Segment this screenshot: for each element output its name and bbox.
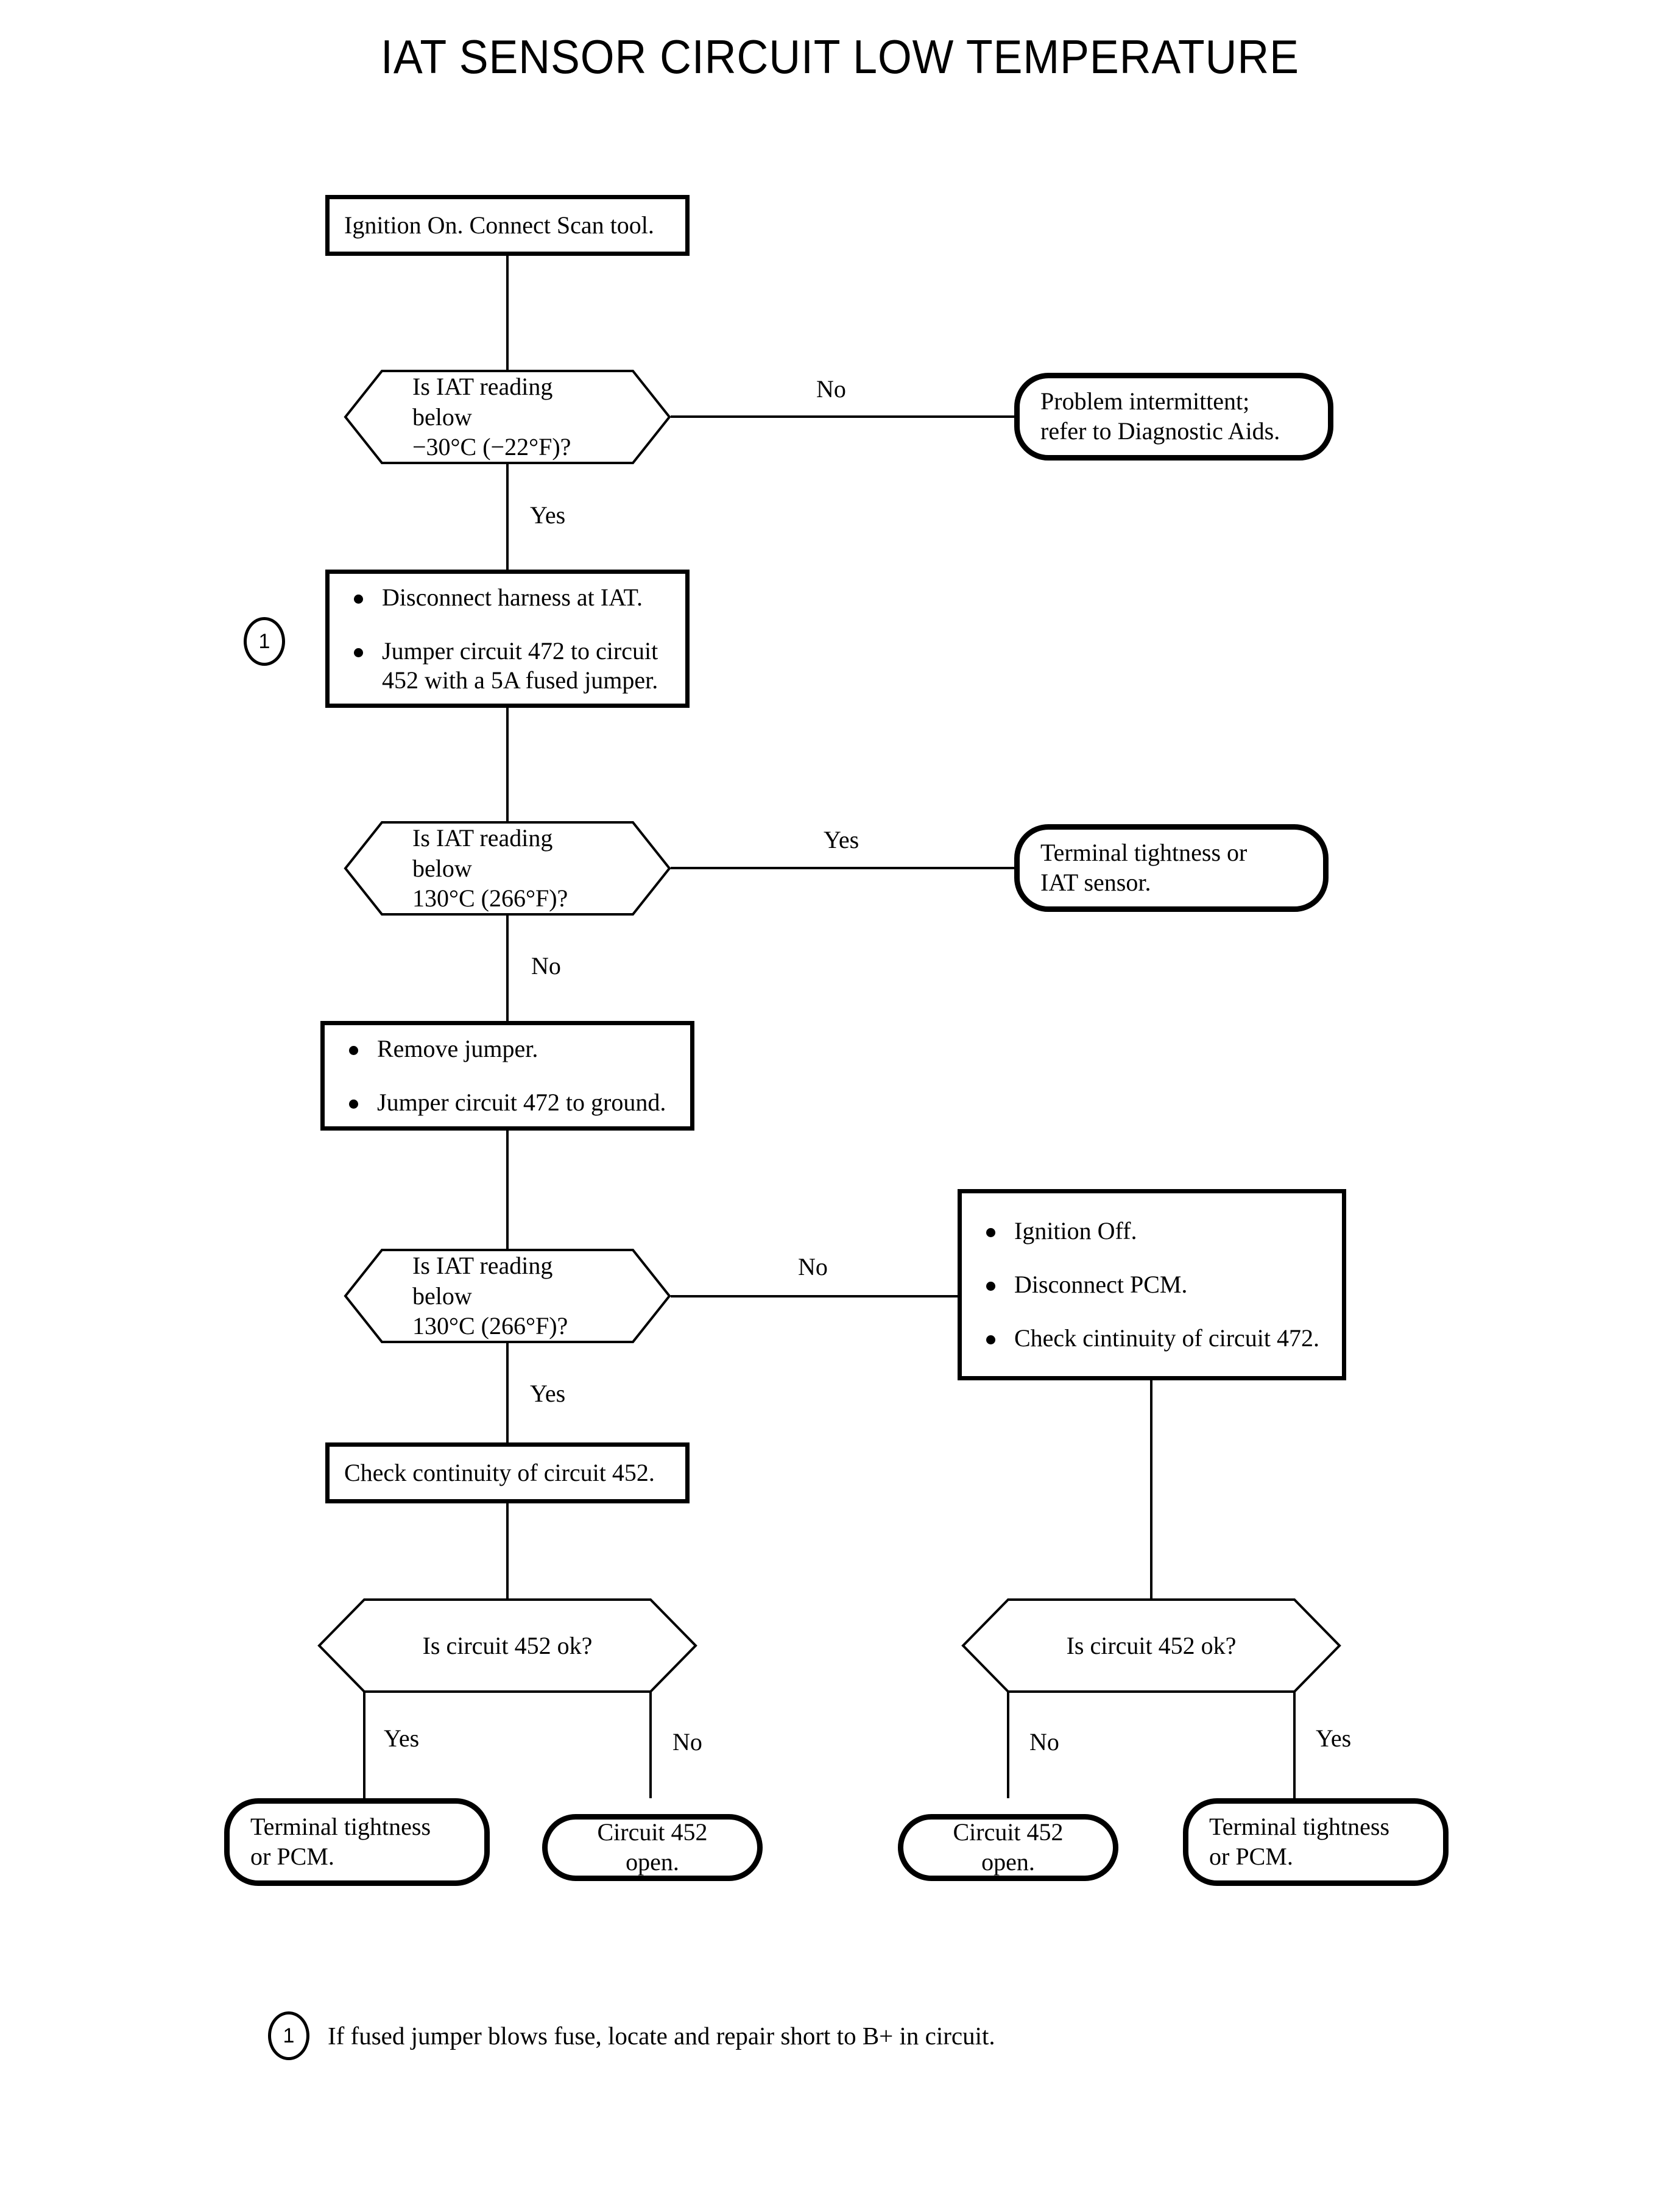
node-result-terminal-pcm-right[interactable]: Terminal tightness or PCM.: [1183, 1798, 1449, 1886]
result-452-open-left-line1: Circuit 452 open.: [597, 1818, 708, 1876]
list-item: Ignition Off.: [983, 1216, 1330, 1246]
node-result-terminal-iat-text: Terminal tightness or IAT sensor.: [1020, 838, 1323, 898]
node-decision4-right[interactable]: Is circuit 452 ok?: [961, 1598, 1341, 1693]
node-result-terminal-pcm-left-text: Terminal tightness or PCM.: [230, 1812, 484, 1872]
node-decision1[interactable]: Is IAT reading below −30°C (−22°F)?: [344, 370, 671, 464]
footnote-text: If fused jumper blows fuse, locate and r…: [328, 2022, 995, 2050]
terminal-pcm-right-line1: Terminal tightness: [1209, 1813, 1390, 1841]
branch-label-decision4left-no: No: [672, 1728, 702, 1756]
action-jumper-list: Disconnect harness at IAT. Jumper circui…: [330, 583, 685, 695]
list-item: Disconnect PCM.: [983, 1270, 1330, 1299]
decision2-line1: Is IAT reading below: [412, 824, 553, 882]
result-intermittent-line1: Problem intermittent;: [1040, 387, 1250, 415]
decision3-line1: Is IAT reading below: [412, 1252, 553, 1310]
node-start[interactable]: Ignition On. Connect Scan tool.: [325, 195, 690, 256]
result-intermittent-line2: refer to Diagnostic Aids.: [1040, 417, 1280, 445]
node-decision1-text: Is IAT reading below −30°C (−22°F)?: [344, 370, 671, 464]
list-item: Disconnect harness at IAT.: [350, 583, 673, 612]
branch-label-decision2-no: No: [531, 952, 561, 980]
node-result-intermittent[interactable]: Problem intermittent; refer to Diagnosti…: [1014, 373, 1333, 461]
node-result-intermittent-text: Problem intermittent; refer to Diagnosti…: [1020, 387, 1328, 447]
terminal-pcm-right-line2: or PCM.: [1209, 1843, 1293, 1870]
page-title: IAT SENSOR CIRCUIT LOW TEMPERATURE: [381, 30, 1299, 83]
node-start-text: Ignition On. Connect Scan tool.: [344, 211, 654, 239]
node-decision2[interactable]: Is IAT reading below 130°C (266°F)?: [344, 821, 671, 916]
node-result-terminal-iat[interactable]: Terminal tightness or IAT sensor.: [1014, 824, 1329, 912]
node-decision4-right-text: Is circuit 452 ok?: [962, 1598, 1341, 1693]
node-decision4-left[interactable]: Is circuit 452 ok?: [317, 1598, 697, 1693]
action-check-472-list: Ignition Off. Disconnect PCM. Check cint…: [962, 1216, 1342, 1353]
branch-label-decision4left-yes: Yes: [384, 1725, 420, 1752]
branch-label-decision3-no: No: [798, 1253, 828, 1280]
decision2-line2: 130°C (266°F)?: [412, 884, 568, 913]
node-action-check-472[interactable]: Ignition Off. Disconnect PCM. Check cint…: [958, 1189, 1346, 1380]
node-action-jumper[interactable]: Disconnect harness at IAT. Jumper circui…: [325, 570, 690, 708]
node-result-452-open-left-text: Circuit 452 open.: [548, 1818, 757, 1877]
action-remove-jumper-list: Remove jumper. Jumper circuit 472 to gro…: [325, 1034, 690, 1117]
result-terminal-iat-line2: IAT sensor.: [1040, 869, 1151, 896]
node-action-check-452[interactable]: Check continuity of circuit 452.: [325, 1442, 690, 1503]
node-result-452-open-right-text: Circuit 452 open.: [903, 1818, 1113, 1877]
list-item: Jumper circuit 472 to ground.: [345, 1088, 678, 1117]
branch-label-decision4right-no: No: [1029, 1728, 1059, 1756]
result-terminal-iat-line1: Terminal tightness or: [1040, 839, 1248, 867]
branch-label-decision4right-yes: Yes: [1316, 1725, 1352, 1752]
list-item: Jumper circuit 472 to circuit 452 with a…: [350, 637, 673, 695]
reference-marker-1: 1: [244, 617, 285, 666]
branch-label-decision2-yes: Yes: [824, 826, 859, 853]
node-decision3[interactable]: Is IAT reading below 130°C (266°F)?: [344, 1249, 671, 1343]
decision1-line2: −30°C (−22°F)?: [412, 433, 571, 461]
branch-label-decision3-yes: Yes: [530, 1380, 566, 1407]
node-action-check-452-text: Check continuity of circuit 452.: [344, 1458, 655, 1486]
node-action-remove-jumper[interactable]: Remove jumper. Jumper circuit 472 to gro…: [320, 1021, 694, 1131]
node-result-terminal-pcm-left[interactable]: Terminal tightness or PCM.: [224, 1798, 490, 1886]
terminal-pcm-left-line2: or PCM.: [250, 1843, 334, 1870]
node-decision2-text: Is IAT reading below 130°C (266°F)?: [344, 821, 671, 916]
footnote: 1 If fused jumper blows fuse, locate and…: [268, 2011, 995, 2060]
node-result-terminal-pcm-right-text: Terminal tightness or PCM.: [1188, 1812, 1443, 1872]
result-452-open-right-line1: Circuit 452 open.: [953, 1818, 1064, 1876]
branch-label-decision1-no: No: [816, 375, 846, 403]
node-decision4-left-text: Is circuit 452 ok?: [318, 1598, 697, 1693]
list-item: Remove jumper.: [345, 1034, 678, 1064]
branch-label-decision1-yes: Yes: [530, 501, 566, 529]
decision4-left-line1: Is circuit 452 ok?: [422, 1631, 593, 1659]
node-result-452-open-left[interactable]: Circuit 452 open.: [542, 1814, 763, 1881]
footnote-reference-marker: 1: [268, 2011, 309, 2060]
decision3-line2: 130°C (266°F)?: [412, 1312, 568, 1340]
terminal-pcm-left-line1: Terminal tightness: [250, 1813, 431, 1841]
decision1-line1: Is IAT reading below: [412, 373, 553, 431]
node-decision3-text: Is IAT reading below 130°C (266°F)?: [344, 1249, 671, 1343]
decision4-right-line1: Is circuit 452 ok?: [1066, 1631, 1237, 1659]
node-result-452-open-right[interactable]: Circuit 452 open.: [898, 1814, 1118, 1881]
list-item: Check cintinuity of circuit 472.: [983, 1324, 1330, 1353]
